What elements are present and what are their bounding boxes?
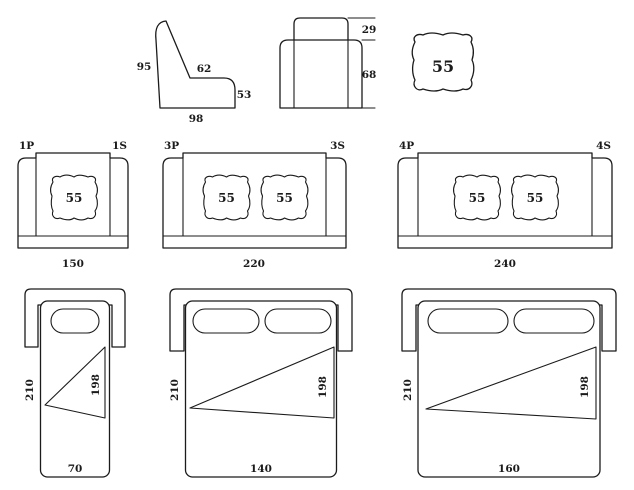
- sofa-1p-drawing: 1P 1S 55 150: [17, 140, 129, 270]
- seat-cushion-size: 55: [66, 191, 83, 205]
- sofa-front-elevation-drawing: 29 68: [279, 17, 377, 109]
- sofa-outline: [397, 152, 613, 249]
- seat-cushion-shape: [511, 174, 559, 221]
- pillow: [513, 308, 595, 334]
- dim-bed-width: 160: [498, 463, 520, 475]
- pillow: [192, 308, 260, 334]
- pillow: [50, 308, 100, 334]
- sofa-width-label: 240: [494, 258, 516, 270]
- dim-front-height: 53: [237, 89, 252, 101]
- code-1p: 1P: [19, 140, 34, 152]
- dim-bed-diagonal: 198: [317, 376, 329, 398]
- seat-cushion-size: 55: [218, 191, 235, 205]
- code-4p: 4P: [399, 140, 414, 152]
- seat-cushion: 55: [453, 174, 501, 221]
- folded-blanket: [189, 346, 335, 419]
- dim-bed-length: 210: [169, 379, 181, 401]
- seat-cushion-size: 55: [527, 191, 544, 205]
- code-4s: 4S: [596, 140, 611, 152]
- sofa-outline: [17, 152, 129, 249]
- backrest-top-shape: [293, 17, 349, 41]
- cushion-shape: [411, 32, 475, 92]
- sofa-frame-top-view: [401, 288, 617, 352]
- sofa-width-label: 220: [243, 258, 265, 270]
- code-3s: 3S: [330, 140, 345, 152]
- seat-cushion-shape: [202, 174, 251, 221]
- dim-bed-width: 140: [250, 463, 272, 475]
- dim-top-height: 29: [362, 24, 377, 36]
- sofabed-open-large-drawing: 210 198 160: [401, 288, 617, 478]
- sofabed-open-single-drawing: 210 198 70: [24, 288, 126, 478]
- sofa-width-label: 150: [62, 258, 84, 270]
- seat-cushion: 55: [50, 174, 98, 221]
- sofa-side-profile-drawing: 95 62 53 98: [137, 20, 252, 125]
- seat-cushion-shape: [453, 174, 501, 221]
- pillow: [427, 308, 509, 334]
- seat-cushion-size: 55: [469, 191, 486, 205]
- folded-blanket: [44, 346, 106, 419]
- body-shape: [279, 39, 363, 109]
- sofa-arm-lines: [417, 157, 593, 237]
- dim-back-height: 95: [137, 61, 152, 73]
- seat-cushion: 55: [202, 174, 251, 221]
- seat-cushion: 55: [260, 174, 309, 221]
- sofa-profile-shape: [155, 20, 236, 109]
- sofa-frame-top-view: [24, 288, 126, 348]
- sofa-outline: [162, 152, 347, 249]
- dim-bed-width: 70: [68, 463, 83, 475]
- dimension-ticks: [347, 17, 376, 109]
- dim-bed-length: 210: [402, 379, 414, 401]
- code-3p: 3P: [164, 140, 179, 152]
- pillow: [264, 308, 332, 334]
- dim-total-depth: 98: [189, 113, 204, 125]
- dim-bed-diagonal: 198: [579, 376, 591, 398]
- code-1s: 1S: [112, 140, 127, 152]
- dim-bed-diagonal: 198: [90, 374, 102, 396]
- seat-cushion-shape: [50, 174, 98, 221]
- seat-cushion-shape: [260, 174, 309, 221]
- sofa-4p-drawing: 4P 4S 55 55 240: [397, 140, 613, 270]
- sofabed-open-double-drawing: 210 198 140: [169, 288, 353, 478]
- dim-arm-height: 68: [362, 69, 377, 81]
- folded-blanket: [425, 346, 597, 420]
- seat-cushion: 55: [511, 174, 559, 221]
- sofa-3p-drawing: 3P 3S 55 55 220: [162, 140, 347, 270]
- cushion-drawing: 55: [411, 32, 475, 92]
- dim-bed-length: 210: [24, 379, 36, 401]
- cushion-size-label: 55: [432, 57, 454, 76]
- sofa-arm-lines: [35, 157, 111, 237]
- sofa-frame-top-view: [169, 288, 353, 352]
- arm-inner-lines: [293, 39, 349, 109]
- dim-seat-depth: 62: [197, 63, 212, 75]
- sofa-arm-lines: [182, 157, 327, 237]
- seat-cushion-size: 55: [276, 191, 293, 205]
